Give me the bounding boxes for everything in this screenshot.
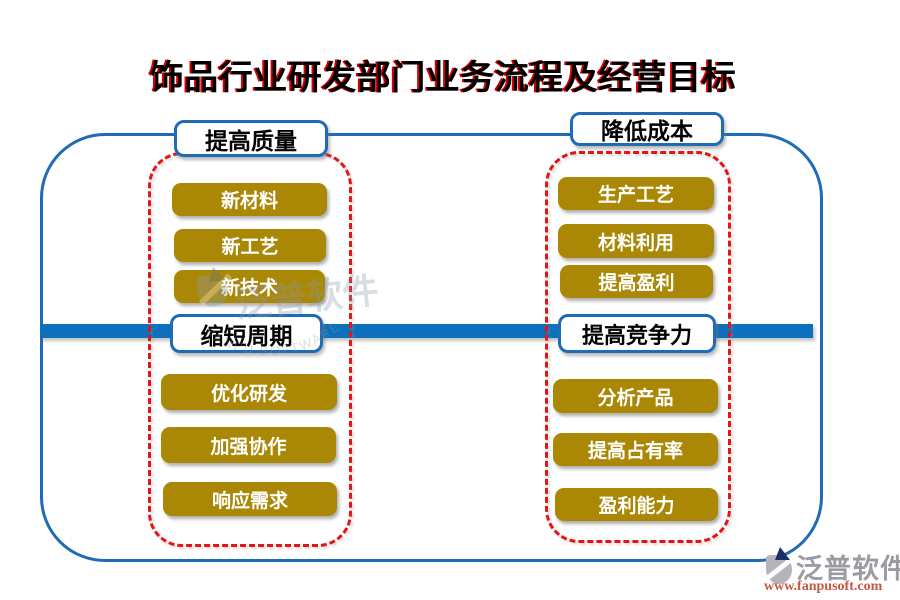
node-increase-market-share: 提高占有率 <box>553 433 718 466</box>
node-increase-profit: 提高盈利 <box>560 265 713 298</box>
page-title: 饰品行业研发部门业务流程及经营目标 <box>149 60 737 97</box>
label-improve-quality: 提高质量 <box>174 120 328 157</box>
node-strengthen-collaboration: 加强协作 <box>161 427 336 463</box>
node-new-technology: 新技术 <box>174 270 325 303</box>
node-analyze-products: 分析产品 <box>553 379 718 413</box>
node-production-process: 生产工艺 <box>558 177 714 210</box>
footer-brand-url: www.fanpusoft.com <box>764 579 883 594</box>
main-container-outline <box>40 133 823 562</box>
dashed-group-right <box>545 151 731 543</box>
label-reduce-cost: 降低成本 <box>570 112 724 146</box>
node-new-materials: 新材料 <box>172 183 327 216</box>
footer-brand-name: 泛普软件 <box>796 554 900 584</box>
label-improve-competitiveness: 提高竞争力 <box>558 314 716 353</box>
node-optimize-rnd: 优化研发 <box>161 374 337 410</box>
node-material-utilization: 材料利用 <box>558 224 714 258</box>
node-respond-to-demand: 响应需求 <box>163 482 337 516</box>
footer-brand: 泛普软件 www.fanpusoft.com <box>740 545 900 597</box>
node-new-craft: 新工艺 <box>174 229 326 262</box>
label-shorten-cycle: 缩短周期 <box>170 314 323 353</box>
node-profitability: 盈利能力 <box>555 488 718 521</box>
fanpu-logo-icon <box>765 547 797 586</box>
